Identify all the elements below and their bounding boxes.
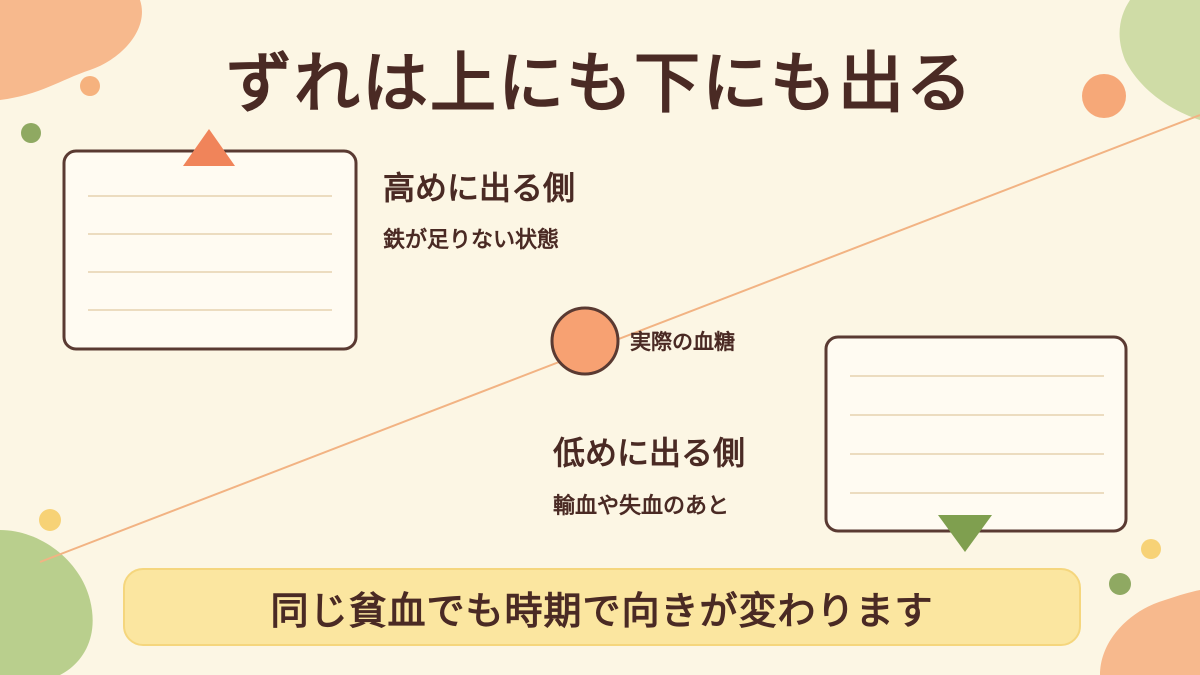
- decor-blob-bottom-left: [0, 530, 93, 675]
- decor-dot: [80, 76, 100, 96]
- decor-dot: [1109, 573, 1131, 595]
- actual-value-label: 実際の血糖: [630, 330, 735, 354]
- circle-marker-icon: [550, 306, 620, 376]
- high-side-box: [62, 149, 358, 351]
- low-side-heading: 低めに出る側: [553, 434, 746, 472]
- triangle-down-icon: [938, 515, 992, 552]
- decor-dot: [1141, 539, 1161, 559]
- decor-dot: [1082, 74, 1126, 118]
- high-side-box-lines: [88, 195, 332, 311]
- low-side-box: [824, 335, 1128, 533]
- low-side-detail: 輸血や失血のあと: [553, 494, 730, 519]
- summary-banner: 同じ貧血でも時期で向きが変わります: [123, 568, 1081, 646]
- decor-blob-bottom-right: [1100, 590, 1200, 675]
- decor-dot: [39, 509, 61, 531]
- decor-blob-top-left: [0, 0, 142, 100]
- decor-dot: [21, 123, 41, 143]
- page-title: ずれは上にも下にも出る: [226, 45, 974, 122]
- high-side-heading: 高めに出る側: [383, 169, 576, 207]
- summary-banner-text: 同じ貧血でも時期で向きが変わります: [270, 588, 934, 633]
- low-side-box-lines: [850, 375, 1104, 494]
- diagonal-reference-line: [39, 114, 1200, 563]
- decor-blob-top-right: [1119, 0, 1200, 120]
- high-side-detail: 鉄が足りない状態: [383, 228, 560, 253]
- triangle-up-icon: [183, 129, 235, 166]
